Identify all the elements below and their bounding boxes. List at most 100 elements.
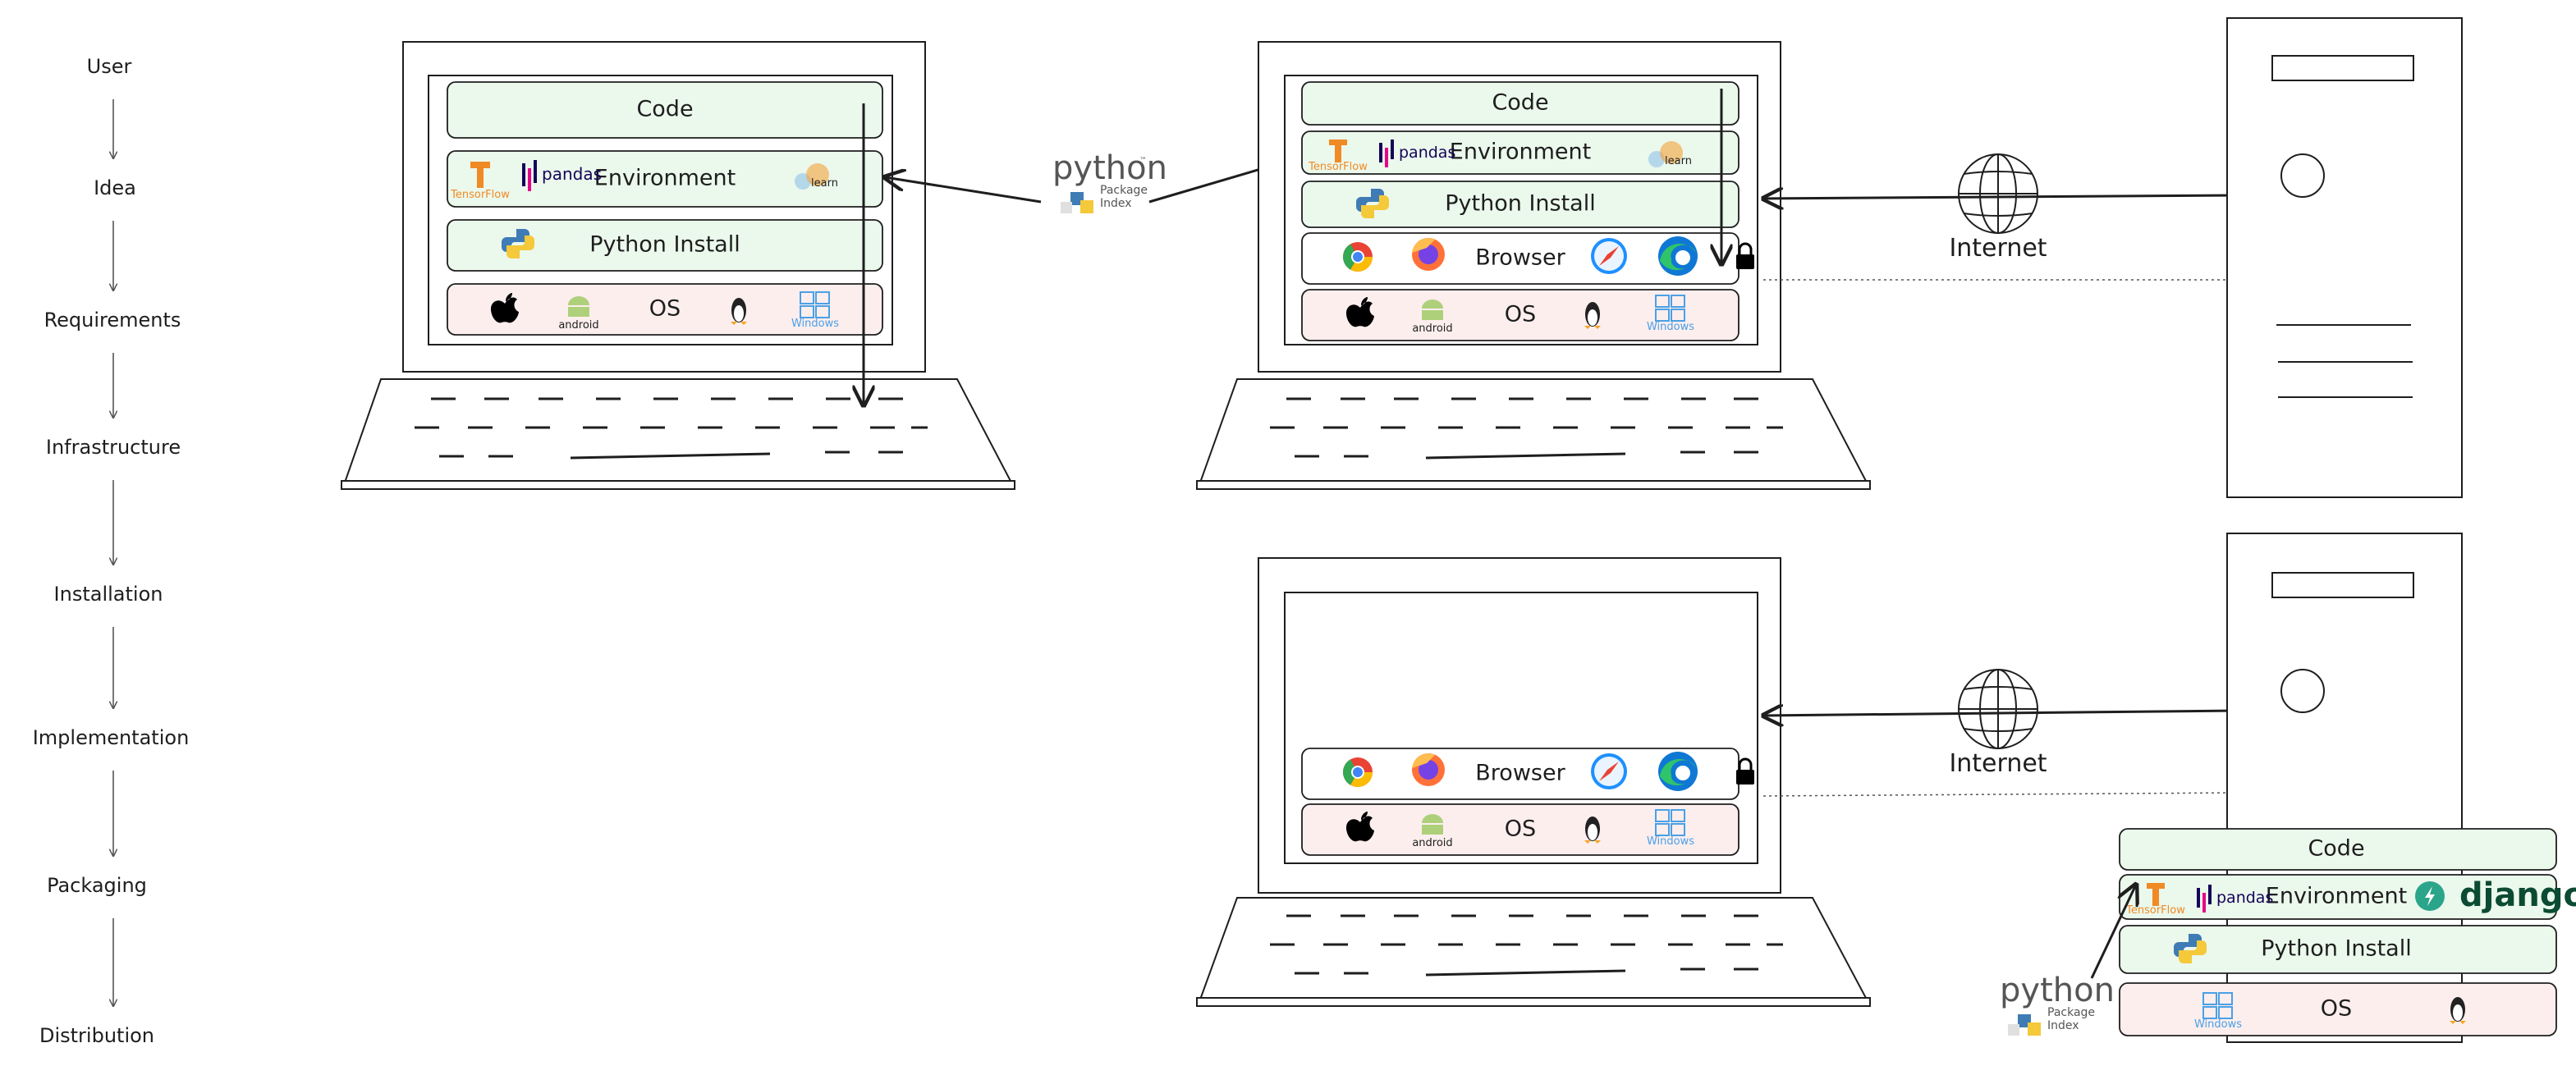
pypi-logo-2: python Package Index [2000, 972, 2115, 1036]
layer-environment: Environment TensorFlow pandas django [2119, 874, 2576, 920]
layer-python-install: Python Install [447, 219, 883, 272]
layer-environment: Environment TensorFlow pandas learn [1301, 130, 1739, 175]
svg-text:Index: Index [2047, 1019, 2079, 1032]
keyboard-keys [1270, 397, 1783, 460]
arrow-server-to-laptop-3 [1763, 711, 2239, 716]
linux-tux-icon [731, 298, 747, 325]
layer-os: OS android Windows [1301, 803, 1739, 856]
svg-text:™: ™ [1139, 157, 1147, 165]
pandas-icon: pandas [2197, 885, 2273, 913]
layer-os-label: OS [1505, 302, 1536, 327]
svg-text:django: django [2459, 876, 2576, 914]
svg-text:Package: Package [2047, 1006, 2095, 1019]
layer-environment-label: Environment [2266, 884, 2407, 909]
flow-step-installation: Installation [54, 583, 163, 606]
tensorflow-icon: TensorFlow [450, 162, 510, 201]
laptop-1: Code Environment TensorFlow pandas learn [341, 41, 1015, 490]
layer-os: OS android Windows [447, 283, 883, 336]
windows-icon: Windows [2194, 992, 2242, 1031]
layer-os: OS Windows [2119, 982, 2557, 1036]
flow-step-distribution: Distribution [39, 1024, 154, 1047]
keyboard-keys [415, 397, 928, 460]
layer-browser-label: Browser [1475, 761, 1565, 786]
tensorflow-icon: TensorFlow [1308, 140, 1368, 173]
scikit-learn-icon: learn [795, 163, 838, 190]
svg-text:TensorFlow: TensorFlow [1308, 161, 1368, 173]
globe-icon [1958, 669, 2038, 749]
linux-tux-icon [1584, 817, 1601, 844]
laptop-2: Code Environment TensorFlow pandas learn [1196, 41, 1871, 490]
svg-text:TensorFlow: TensorFlow [2125, 904, 2185, 917]
layer-browser-label: Browser [1475, 245, 1565, 271]
layer-os-label: OS [1505, 817, 1536, 842]
layer-code-label: Code [2308, 836, 2364, 862]
layer-os: OS android Windows [1301, 289, 1739, 341]
chrome-icon [1342, 757, 1373, 788]
firefox-icon [1412, 238, 1445, 271]
flow-step-user: User [87, 55, 132, 78]
firefox-icon [1412, 753, 1445, 786]
svg-text:TensorFlow: TensorFlow [450, 189, 510, 201]
svg-text:Windows: Windows [1647, 321, 1694, 333]
windows-icon: Windows [1647, 809, 1694, 848]
lock-icon [1736, 242, 1754, 269]
laptop-3: Browser [1196, 557, 1871, 1007]
android-icon: android [558, 296, 599, 332]
svg-text:Windows: Windows [2194, 1018, 2242, 1031]
server-tower-1 [2226, 17, 2463, 498]
layer-environment-label: Environment [594, 166, 736, 191]
lock-icon [1736, 757, 1754, 785]
arrow-pypi-to-env-1 [885, 177, 1042, 204]
edge-icon [1658, 752, 1698, 791]
layer-code: Code [1301, 81, 1739, 126]
pypi-logo-1: python ™ Package Index [1052, 149, 1167, 213]
svg-text:android: android [558, 319, 598, 332]
pandas-icon: pandas [522, 160, 602, 191]
layer-code-label: Code [636, 97, 693, 122]
svg-text:Windows: Windows [791, 318, 839, 330]
globe-icon [1958, 153, 2038, 234]
server-stack: Code Environment TensorFlow pandas djang… [2119, 828, 2576, 1036]
layer-environment: Environment TensorFlow pandas learn [447, 150, 883, 208]
layer-code: Code [2119, 828, 2557, 871]
layer-browser: Browser [1301, 232, 1739, 285]
android-icon: android [1412, 300, 1453, 335]
svg-text:python: python [2000, 972, 2115, 1009]
internet-label-2: Internet [1949, 749, 2047, 778]
svg-text:android: android [1412, 322, 1452, 335]
svg-text:Windows: Windows [1647, 835, 1694, 848]
layer-python-install: Python Install [1301, 181, 1739, 228]
layer-browser: Browser [1301, 748, 1739, 800]
python-icon [502, 229, 534, 258]
svg-text:Index: Index [1100, 197, 1132, 210]
layer-code: Code [447, 81, 883, 139]
android-icon: android [1412, 814, 1453, 849]
apple-icon [490, 293, 519, 323]
apple-icon [1345, 812, 1374, 842]
svg-text:android: android [1412, 837, 1452, 849]
layer-python-install-label: Python Install [2261, 936, 2411, 962]
dotted-link-2 [1762, 793, 2241, 797]
layer-os-label: OS [649, 296, 681, 322]
windows-icon: Windows [1647, 295, 1694, 333]
internet-label-1: Internet [1949, 234, 2047, 263]
linux-tux-icon [1584, 302, 1601, 329]
python-icon [2174, 934, 2207, 963]
layer-python-install-label: Python Install [589, 232, 740, 258]
flow-step-implementation: Implementation [33, 726, 190, 749]
layer-os-label: OS [2321, 996, 2352, 1022]
django-icon: django [2415, 876, 2576, 914]
scikit-learn-icon: learn [1648, 141, 1692, 167]
edge-icon [1658, 236, 1698, 276]
arrow-server-to-laptop-2 [1763, 195, 2239, 199]
linux-tux-icon [2450, 997, 2466, 1024]
safari-icon [1591, 753, 1627, 789]
svg-text:pandas: pandas [542, 164, 602, 184]
tensorflow-icon: TensorFlow [2125, 883, 2185, 917]
svg-text:pandas: pandas [1399, 144, 1455, 162]
apple-icon [1345, 297, 1374, 327]
svg-text:learn: learn [811, 177, 838, 190]
layer-python-install-label: Python Install [1445, 191, 1595, 217]
svg-text:learn: learn [1665, 155, 1692, 167]
